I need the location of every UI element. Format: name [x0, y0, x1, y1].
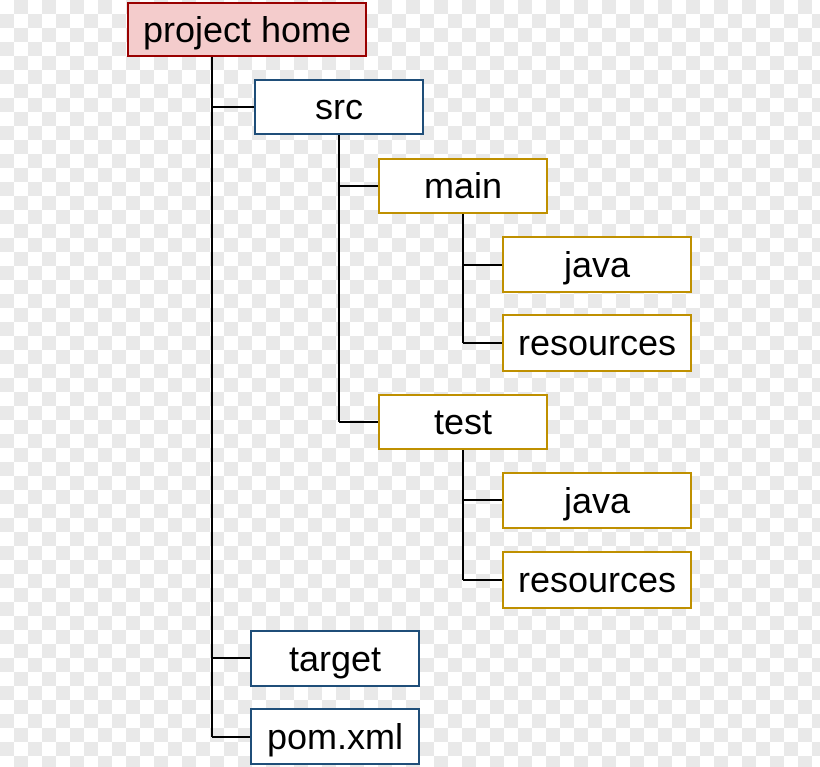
test-folder-node: test — [378, 394, 548, 450]
main-java-folder-node: java — [502, 236, 692, 293]
src-folder-node: src — [254, 79, 424, 135]
src-folder-label: src — [315, 86, 363, 127]
main-folder-label: main — [423, 165, 503, 206]
test-resources-folder-label: resources — [517, 559, 677, 600]
target-folder-node: target — [250, 630, 420, 687]
test-folder-label: test — [433, 401, 493, 442]
project-home-label: project home — [142, 8, 352, 50]
test-java-folder-node: java — [502, 472, 692, 529]
test-resources-folder-node: resources — [502, 551, 692, 609]
pom-file-label: pom.xml — [266, 715, 404, 757]
target-folder-label: target — [288, 637, 382, 679]
main-resources-folder-node: resources — [502, 314, 692, 372]
main-java-folder-label: java — [563, 243, 631, 285]
test-java-folder-label: java — [563, 479, 631, 521]
project-home-node: project home — [127, 2, 367, 57]
pom-file-node: pom.xml — [250, 708, 420, 765]
main-folder-node: main — [378, 158, 548, 214]
main-resources-folder-label: resources — [517, 322, 677, 363]
